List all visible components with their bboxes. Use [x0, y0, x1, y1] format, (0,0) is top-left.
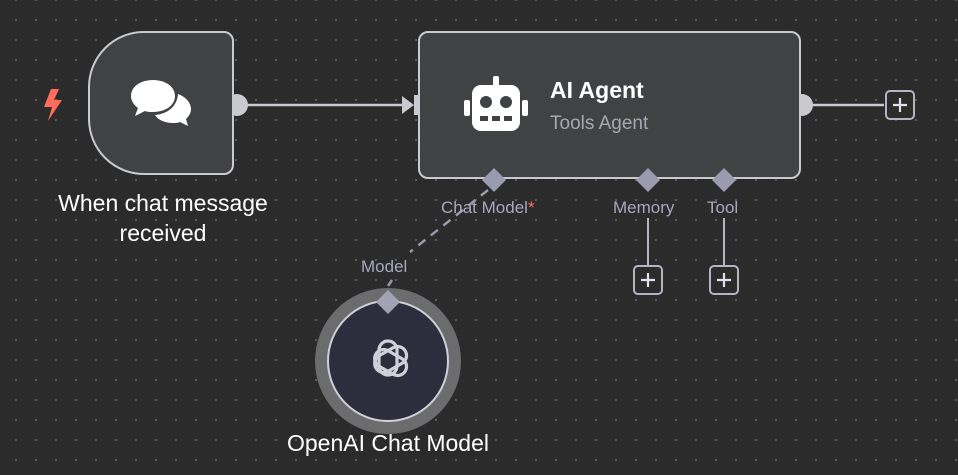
model-port-stub — [386, 279, 394, 287]
robot-icon — [464, 76, 528, 131]
plus-icon — [893, 98, 907, 112]
add-next-node-button[interactable] — [885, 90, 915, 120]
connection-model-to-agent[interactable] — [409, 189, 489, 253]
agent-title: AI Agent — [550, 77, 644, 103]
plus-icon — [717, 273, 731, 287]
required-marker: * — [527, 198, 535, 217]
add-tool-button[interactable] — [709, 265, 739, 295]
bolt-icon — [44, 89, 62, 121]
model-port-label: Model — [361, 257, 408, 276]
openai-logo-icon — [373, 339, 409, 378]
chat-trigger-node[interactable] — [88, 31, 234, 175]
agent-subtitle: Tools Agent — [550, 113, 649, 134]
connection-arrowhead — [402, 96, 414, 114]
openai-node-label: OpenAI Chat Model — [286, 430, 489, 456]
add-memory-button[interactable] — [633, 265, 663, 295]
model-output-handle[interactable] — [374, 288, 402, 316]
tool-port-label: Tool — [707, 198, 739, 217]
chat-bubbles-icon — [131, 80, 191, 126]
ai-agent-node[interactable]: AI Agent Tools Agent — [418, 31, 801, 179]
memory-port-label: Memory — [613, 198, 675, 217]
plus-icon — [641, 273, 655, 287]
chat-model-text: Chat Model — [441, 198, 528, 217]
trigger-node-label: When chat message received — [58, 190, 268, 246]
chat-model-port-label: Chat Model* — [441, 198, 535, 218]
openai-chat-model-node[interactable] — [327, 300, 449, 422]
